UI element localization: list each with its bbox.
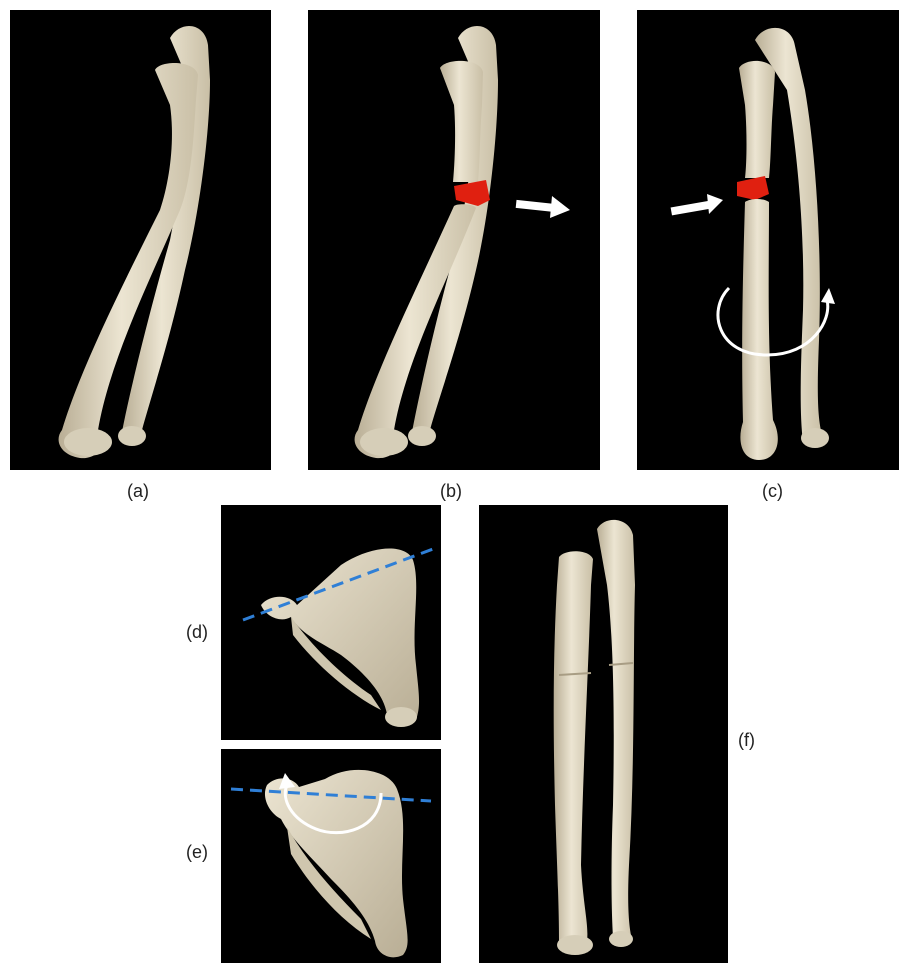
forearm-bones-corrected-image-f [479,505,728,963]
elbow-end-view-image-d [221,505,441,740]
panel-label-c: (c) [762,481,783,502]
osteotomy-wedge [454,180,490,206]
panel-e [221,749,441,963]
forearm-bones-image-b [308,10,600,470]
panel-d [221,505,441,740]
panel-c [637,10,899,470]
forearm-bones-image-a [10,10,271,470]
elbow-end-view-image-e [221,749,441,963]
forearm-bones-image-c [637,10,899,470]
panel-label-b: (b) [440,481,462,502]
right-arrow-icon [516,196,570,218]
panel-a [10,10,271,470]
panel-b [308,10,600,470]
panel-label-d: (d) [186,622,208,643]
panel-f [479,505,728,963]
panel-label-e: (e) [186,842,208,863]
osteotomy-wedge [737,176,769,200]
panel-label-a: (a) [127,481,149,502]
right-arrow-icon [671,194,723,215]
panel-label-f: (f) [738,730,755,751]
